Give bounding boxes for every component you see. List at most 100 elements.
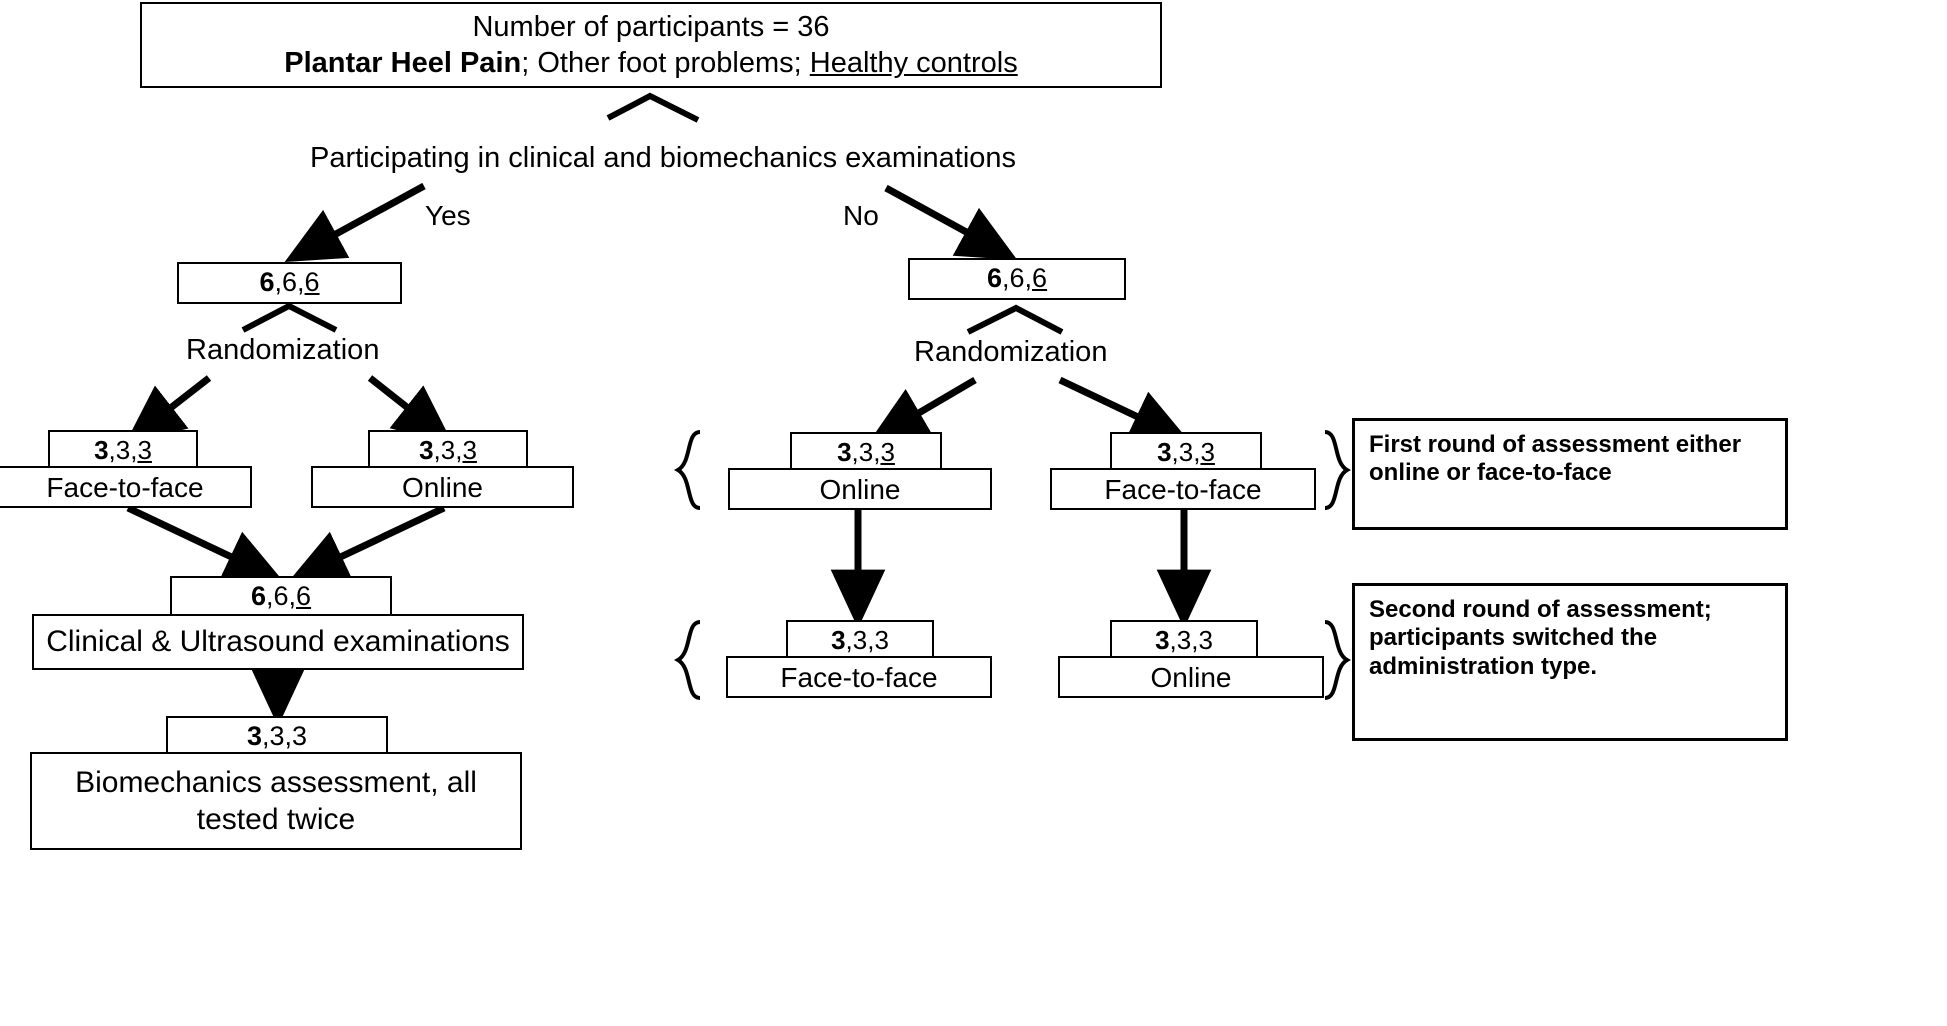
right-randomization-label: Randomization	[914, 336, 1108, 368]
left-merge-counts-box: 6, 6, 6	[170, 576, 392, 618]
count-bold: 3	[1155, 624, 1170, 655]
count-plain: 6	[281, 267, 298, 298]
count-comma: ,	[265, 581, 274, 612]
count-comma: ,	[261, 721, 270, 752]
arrow-right-rand-1	[868, 376, 977, 443]
left-randomization-label: Randomization	[186, 334, 380, 366]
count-plain: 3	[440, 434, 456, 465]
count-comma: ,	[130, 434, 138, 465]
count-comma: ,	[274, 267, 282, 298]
left-merge-label-box: Clinical & Ultrasound examinations	[32, 614, 524, 670]
top-participants-box: Number of participants = 36 Plantar Heel…	[140, 2, 1162, 88]
count-comma: ,	[297, 267, 305, 298]
count-plain: 3	[858, 436, 874, 467]
count-underline: 6	[296, 581, 312, 612]
count-comma: ,	[1193, 436, 1201, 467]
count-underline: 3	[462, 434, 477, 465]
right-round2-arm1-label: Face-to-face	[780, 661, 938, 693]
count-plain: 6	[1009, 263, 1025, 294]
count-comma: ,	[845, 624, 853, 655]
arrow-merge-left	[126, 504, 284, 582]
count-plain: 3	[1178, 436, 1194, 467]
count-bold: 3	[246, 721, 262, 752]
count-comma: ,	[288, 581, 297, 612]
count-underline: 6	[304, 267, 320, 298]
left-entry-counts-box: 6, 6, 6	[177, 262, 402, 304]
count-bold: 6	[259, 267, 275, 298]
count-comma: ,	[1171, 436, 1179, 467]
clinical-ultrasound-label: Clinical & Ultrasound examinations	[46, 625, 510, 659]
arrow-left-rand-1	[125, 375, 212, 444]
count-bold: 3	[837, 436, 852, 467]
count-comma: ,	[1169, 624, 1177, 655]
group-healthy-controls: Healthy controls	[809, 47, 1018, 79]
count-plain: 3	[115, 434, 131, 465]
right-round1-arm1-counts-box: 3, 3, 3	[790, 432, 942, 472]
count-bold: 3	[419, 434, 434, 465]
top-box-sep2: ;	[793, 47, 810, 79]
count-comma: ,	[873, 436, 881, 467]
note-second-round: Second round of assessment; participants…	[1352, 583, 1788, 741]
right-entry-counts-box: 6, 6, 6	[908, 258, 1126, 300]
right-round1-arm1-label: Online	[819, 473, 901, 505]
left-arm2-label: Online	[402, 471, 483, 503]
left-arm2-counts-box: 3, 3, 3	[368, 430, 528, 470]
biomechanics-label: Biomechanics assessment, all tested twic…	[75, 765, 477, 837]
right-round2-arm1-counts-box: 3, 3, 3	[786, 620, 934, 660]
count-underline: 3	[1200, 436, 1215, 467]
count-comma: ,	[455, 434, 463, 465]
arrow-yes	[284, 182, 426, 263]
count-plain: 6	[273, 581, 289, 612]
branch-label-no: No	[843, 200, 879, 231]
group-plantar-heel-pain: Plantar Heel Pain	[284, 47, 522, 79]
count-comma: ,	[1024, 263, 1033, 294]
note-second-round-text: Second round of assessment; participants…	[1369, 596, 1712, 680]
arrow-no	[884, 184, 1018, 261]
bracket-second-round-left	[673, 620, 701, 700]
left-arm1-counts-box: 3, 3, 3	[48, 430, 198, 470]
right-round1-arm2-counts-box: 3, 3, 3	[1110, 432, 1262, 472]
right-round2-arm2-counts-box: 3, 3, 3	[1110, 620, 1258, 660]
arrow-merge-right	[288, 504, 446, 582]
right-round2-arm2-label-box: Online	[1058, 656, 1324, 698]
left-arm2-label-box: Online	[311, 466, 574, 508]
count-bold: 6	[250, 581, 266, 612]
note-first-round-text: First round of assessment either online …	[1369, 431, 1742, 487]
right-round2-arm1-label-box: Face-to-face	[726, 656, 992, 698]
branch-label-yes: Yes	[425, 200, 471, 231]
right-round2-arm2-label: Online	[1150, 661, 1232, 693]
bracket-first-round-left	[673, 430, 701, 510]
count-bold: 3	[94, 434, 109, 465]
count-comma: ,	[108, 434, 116, 465]
count-comma: ,	[433, 434, 441, 465]
count-plain: 3	[1176, 624, 1192, 655]
count-comma: ,	[851, 436, 859, 467]
top-box-line1: Number of participants = 36	[472, 10, 830, 43]
top-box-sep1: ;	[521, 47, 538, 79]
count-comma: ,	[1001, 263, 1010, 294]
chevron-right-entry	[966, 304, 1064, 335]
count-plain: 3	[852, 624, 868, 655]
count-plain-3: 3	[874, 624, 889, 655]
arrow-left-rand-2	[367, 375, 453, 444]
top-box-line2: Plantar Heel Pain; Other foot problems; …	[284, 45, 1017, 81]
left-final-label-box: Biomechanics assessment, all tested twic…	[30, 752, 522, 850]
count-comma: ,	[1191, 624, 1199, 655]
right-round1-arm1-label-box: Online	[728, 468, 992, 510]
left-arm1-label-box: Face-to-face	[0, 466, 252, 508]
count-underline: 6	[1032, 263, 1048, 294]
count-comma: ,	[284, 721, 293, 752]
count-plain-3: 3	[1198, 624, 1213, 655]
count-comma: ,	[867, 624, 875, 655]
group-other-foot-problems: Other foot problems	[537, 47, 794, 79]
bracket-first-round-right	[1324, 430, 1352, 510]
count-bold: 3	[831, 624, 846, 655]
count-underline: 3	[137, 434, 152, 465]
arrow-right-rand-2	[1058, 376, 1190, 442]
bracket-second-round-right	[1324, 620, 1352, 700]
right-round1-arm2-label: Face-to-face	[1104, 473, 1262, 505]
chevron-left-entry	[241, 302, 338, 333]
count-plain-3: 3	[292, 721, 308, 752]
count-underline: 3	[880, 436, 895, 467]
